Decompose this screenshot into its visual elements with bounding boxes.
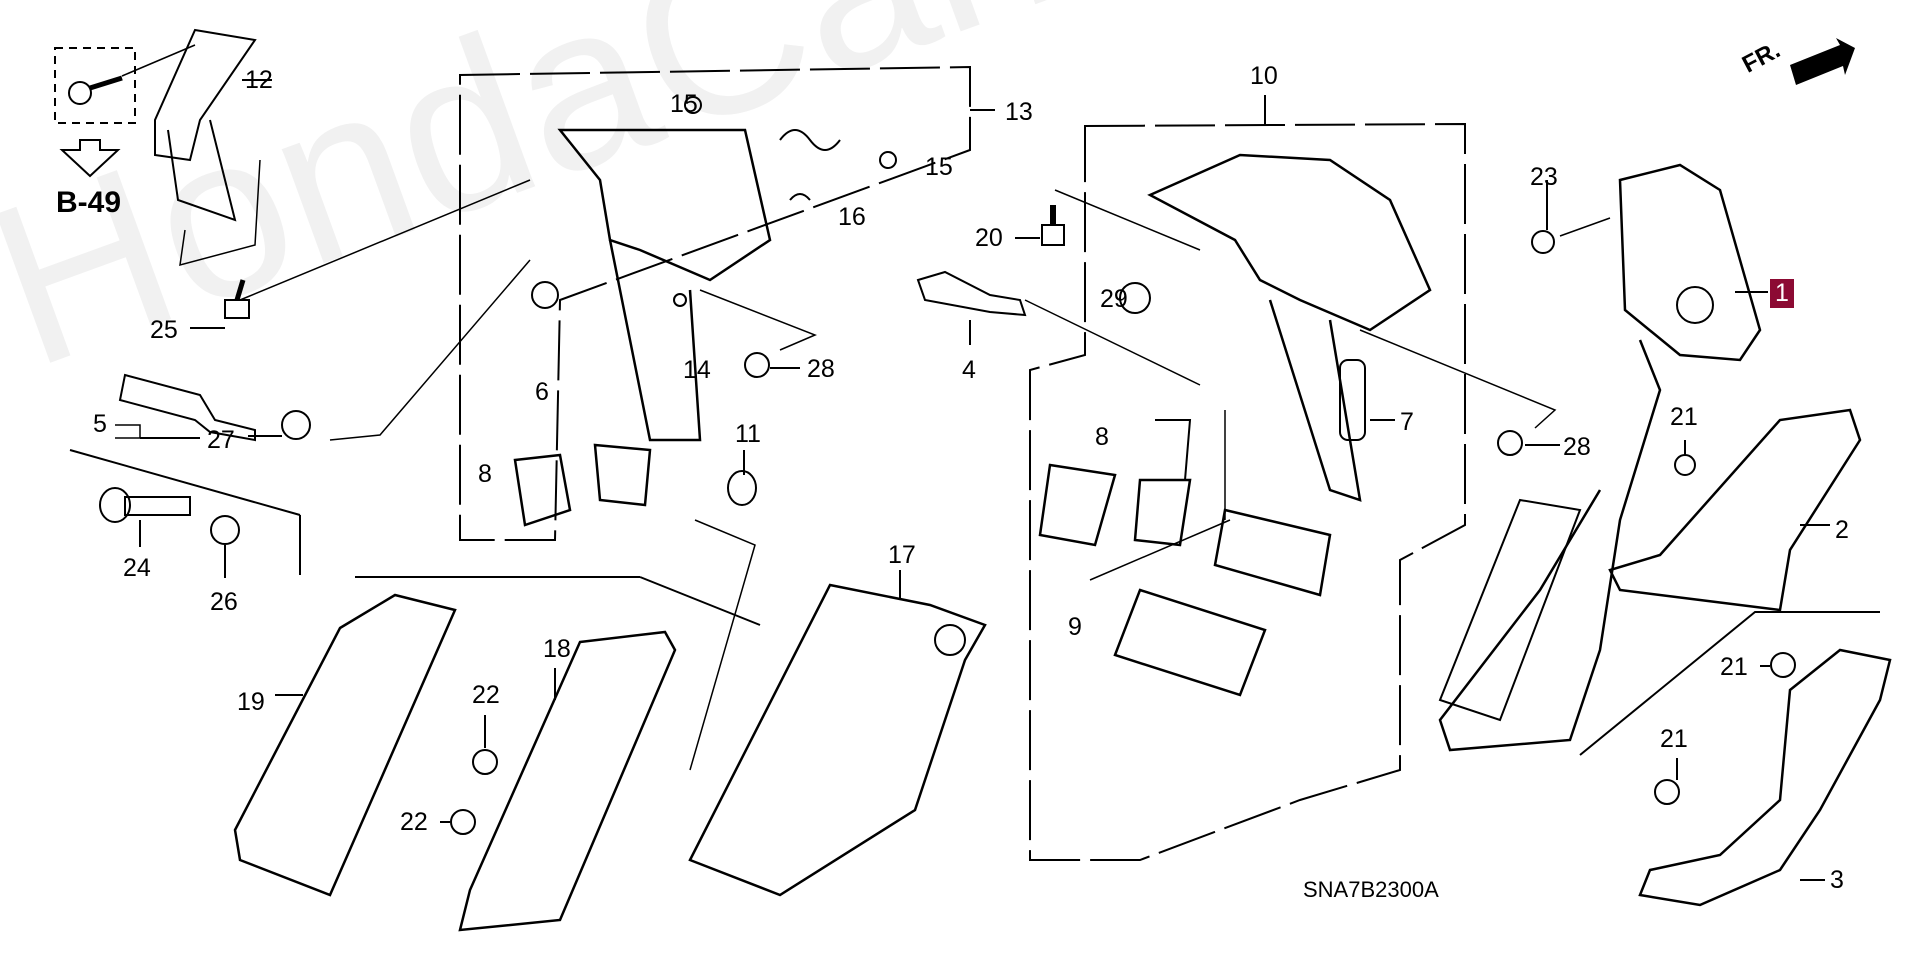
nut-28a[interactable] [699, 289, 817, 378]
reference-arrow-icon [59, 139, 121, 178]
part-10-brake-pedal-assembly[interactable] [1029, 95, 1466, 861]
callout-21c[interactable]: 21 [1660, 725, 1688, 753]
callout-19[interactable]: 19 [237, 688, 265, 716]
stopper-11[interactable] [727, 450, 757, 506]
callout-22a[interactable]: 22 [472, 681, 500, 709]
collar-15b [879, 151, 897, 169]
pedal-cover-17[interactable] [688, 570, 987, 897]
nut-22b[interactable] [440, 809, 476, 835]
bracket-3[interactable] [1638, 648, 1892, 907]
callout-21a[interactable]: 21 [1670, 403, 1698, 431]
callout-21b[interactable]: 21 [1720, 653, 1748, 681]
bolt-25[interactable] [190, 279, 250, 329]
accelerator-pad-19[interactable] [233, 593, 457, 897]
callout-27[interactable]: 27 [207, 426, 235, 454]
reference-label[interactable]: B-49 [56, 186, 122, 219]
callout-20[interactable]: 20 [975, 224, 1003, 252]
switch-5[interactable] [118, 373, 256, 442]
nut-26[interactable] [210, 515, 240, 578]
nut-27[interactable] [248, 410, 311, 440]
callout-17[interactable]: 17 [888, 541, 916, 569]
brake-plate [1213, 508, 1332, 597]
callout-26[interactable]: 26 [210, 588, 238, 616]
bracket-2[interactable] [1608, 408, 1862, 612]
callout-15a[interactable]: 15 [670, 90, 698, 118]
callout-12[interactable]: 12 [245, 66, 273, 94]
nut-21c[interactable] [1654, 758, 1680, 805]
diagram-code: SNA7B2300A [1303, 877, 1439, 902]
callout-9[interactable]: 9 [1068, 613, 1082, 641]
nut-23[interactable] [1531, 180, 1611, 254]
callout-5[interactable]: 5 [93, 410, 107, 438]
nut-21a[interactable] [1674, 440, 1696, 476]
clutch-pad-8 [513, 453, 572, 527]
callout-7[interactable]: 7 [1400, 408, 1414, 436]
nut-28b[interactable] [1359, 329, 1560, 456]
callout-8b[interactable]: 8 [1095, 423, 1109, 451]
plug-6 [531, 281, 559, 309]
part-13-clutch-pedal-assembly[interactable] [239, 65, 995, 541]
accelerator-pedal-18[interactable] [458, 630, 677, 932]
switch-4[interactable] [916, 270, 1201, 386]
callout-11[interactable]: 11 [735, 420, 761, 448]
plug-29 [1119, 282, 1151, 314]
clutch-pad-8b [1038, 463, 1117, 547]
callout-10[interactable]: 10 [1250, 62, 1278, 90]
callout-28b[interactable]: 28 [1563, 433, 1591, 461]
spring-icon [779, 129, 841, 151]
callout-4[interactable]: 4 [962, 356, 976, 384]
part-12-bracket[interactable] [54, 28, 272, 267]
callout-23[interactable]: 23 [1530, 163, 1558, 191]
brake-pad-9 [1113, 588, 1267, 697]
clip-16 [789, 193, 811, 201]
accelerator-module-1[interactable] [1438, 163, 1768, 752]
bolt-icon [68, 75, 123, 105]
callout-15b[interactable]: 15 [925, 153, 953, 181]
nut-14 [673, 293, 687, 307]
callout-25[interactable]: 25 [150, 316, 178, 344]
front-direction-arrow-icon [1790, 38, 1855, 85]
spring-7[interactable] [1339, 359, 1395, 441]
bolt-24[interactable] [99, 487, 191, 547]
callout-13[interactable]: 13 [1005, 98, 1033, 126]
callout-22b[interactable]: 22 [400, 808, 428, 836]
callout-18[interactable]: 18 [543, 635, 571, 663]
callout-28a[interactable]: 28 [807, 355, 835, 383]
collar-15a [684, 96, 702, 114]
bolt-20[interactable] [1015, 205, 1065, 246]
callout-1-highlighted[interactable]: 1 [1770, 279, 1794, 308]
nut-22a[interactable] [472, 715, 498, 775]
callout-8a[interactable]: 8 [478, 460, 492, 488]
nut-21b[interactable] [1760, 652, 1796, 678]
callout-29[interactable]: 29 [1100, 285, 1128, 313]
callout-14[interactable]: 14 [683, 356, 711, 384]
callout-16[interactable]: 16 [838, 203, 866, 231]
callout-24[interactable]: 24 [123, 554, 151, 582]
callout-2[interactable]: 2 [1835, 516, 1849, 544]
callout-6[interactable]: 6 [535, 378, 549, 406]
callout-3[interactable]: 3 [1830, 866, 1844, 894]
